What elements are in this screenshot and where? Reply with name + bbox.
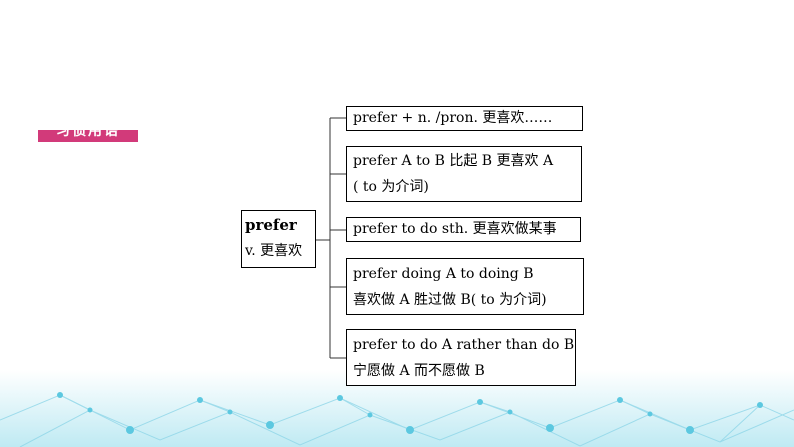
- branch-3-line-1: prefer to do sth. 更喜欢做某事: [353, 221, 557, 237]
- branch-node-1: prefer + n. /pron. 更喜欢……: [346, 106, 583, 131]
- branch-1-line-1: prefer + n. /pron. 更喜欢……: [353, 110, 553, 126]
- branch-node-2: prefer A to B 比起 B 更喜欢 A ( to 为介词): [346, 146, 582, 202]
- branch-2-line-1: prefer A to B 比起 B 更喜欢 A: [353, 153, 554, 169]
- root-meaning: v. 更喜欢: [245, 243, 303, 259]
- branch-4-line-2: 喜欢做 A 胜过做 B( to 为介词): [353, 292, 547, 308]
- branch-2-line-2: ( to 为介词): [353, 179, 429, 195]
- branch-node-5: prefer to do A rather than do B 宁愿做 A 而不…: [346, 329, 576, 386]
- branch-4-line-1: prefer doing A to doing B: [353, 266, 534, 282]
- branch-5-line-1: prefer to do A rather than do B: [353, 337, 575, 353]
- branch-node-4: prefer doing A to doing B 喜欢做 A 胜过做 B( t…: [346, 258, 584, 315]
- branch-node-3: prefer to do sth. 更喜欢做某事: [346, 217, 581, 242]
- branch-5-line-2: 宁愿做 A 而不愿做 B: [353, 363, 485, 379]
- section-tag: 习惯用语: [38, 120, 138, 142]
- root-word: prefer: [245, 216, 297, 234]
- root-node: prefer v. 更喜欢: [241, 210, 316, 268]
